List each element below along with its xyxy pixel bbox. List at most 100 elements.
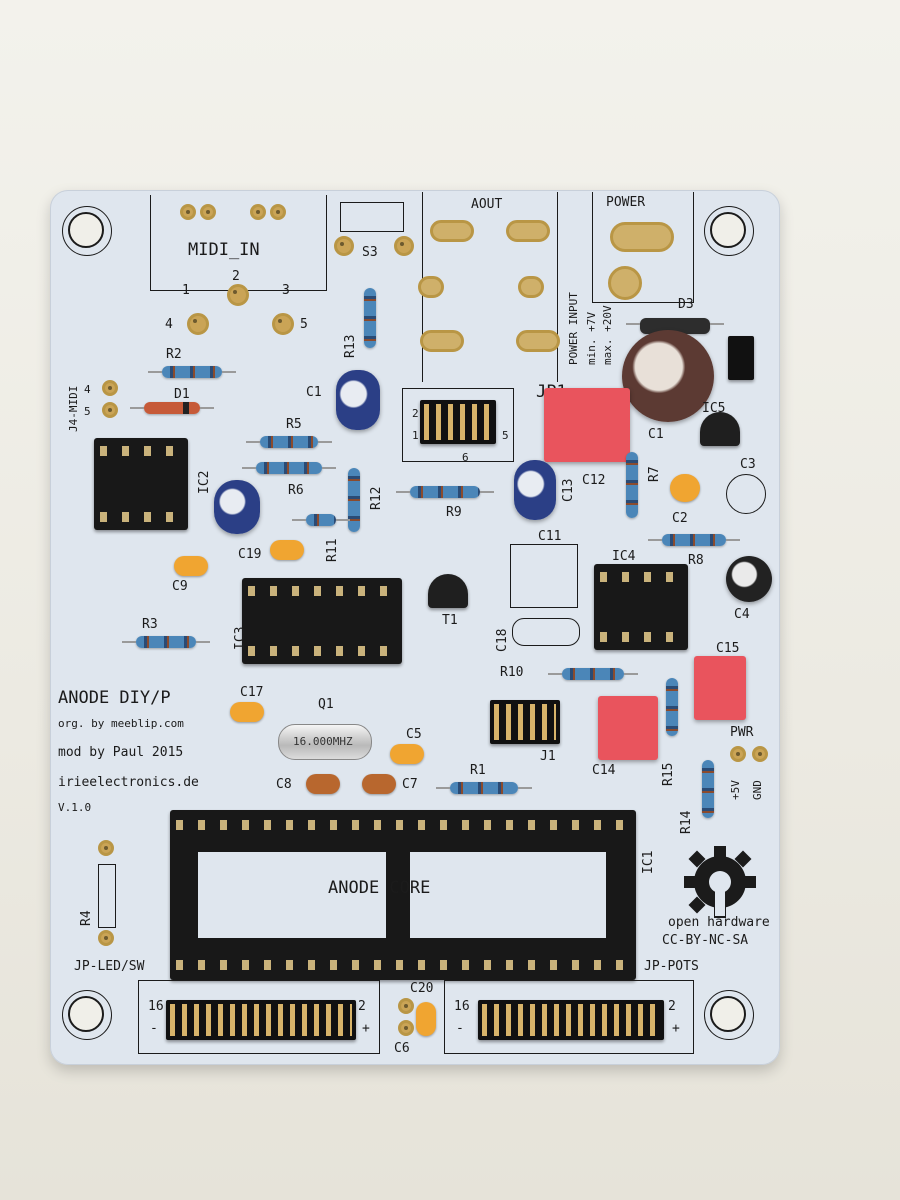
refdes-c15: C15 [716, 641, 740, 656]
board-title: ANODE DIY/P [58, 688, 171, 708]
refdes-c20: C20 [410, 981, 434, 996]
refdes-ic1: IC1 [641, 850, 656, 874]
refdes-r11: R11 [325, 538, 340, 562]
capacitor-c15-film [694, 656, 746, 720]
refdes-r1: R1 [470, 763, 486, 778]
refdes-c14: C14 [592, 763, 616, 778]
aout-label: AOUT [471, 197, 503, 212]
capacitor-c5 [390, 744, 424, 764]
capacitor-c9 [174, 556, 208, 576]
pad [506, 220, 550, 242]
refdes-r15: R15 [661, 762, 676, 786]
pad [394, 236, 414, 256]
socket-window-left [198, 852, 386, 938]
mounting-hole-bottom-left [62, 990, 112, 1040]
pin-polarity: + [672, 1021, 680, 1036]
capacitor-c7 [362, 774, 396, 794]
refdes-c9: C9 [172, 579, 188, 594]
gnd-label: GND [751, 780, 764, 800]
capacitor-c14-film [598, 696, 658, 760]
refdes-c1: C1 [648, 427, 664, 442]
version: V.1.0 [58, 801, 92, 814]
power-input-label: POWER INPUT [567, 292, 580, 365]
refdes-ic4: IC4 [612, 549, 636, 564]
pin-number: 3 [282, 283, 290, 298]
pin-number: 16 [148, 999, 164, 1014]
power-max-label: max. +20V [601, 305, 614, 365]
pad [334, 236, 354, 256]
pad [398, 998, 414, 1014]
refdes-ic3: IC3 [233, 626, 248, 650]
refdes-t1: T1 [442, 613, 458, 628]
refdes-r6: R6 [288, 483, 304, 498]
pad [200, 204, 216, 220]
pin-number: 4 [165, 317, 173, 332]
refdes-j1: J1 [540, 749, 556, 764]
transistor-t1 [428, 574, 468, 608]
power-outline [592, 192, 694, 303]
refdes-c1: C1 [306, 385, 322, 400]
jp1-outline [402, 388, 514, 462]
license-line1: open hardware [668, 915, 770, 930]
pad [227, 284, 249, 306]
pad [420, 330, 464, 352]
capacitor-c19 [214, 480, 260, 534]
refdes-r7: R7 [647, 466, 662, 482]
refdes-r10: R10 [500, 665, 524, 680]
refdes-c12: C12 [582, 473, 606, 488]
open-hardware-gear-icon [684, 846, 756, 918]
resistor-r6 [242, 462, 336, 474]
ic3-socket [242, 578, 402, 664]
refdes-r3: R3 [142, 617, 158, 632]
jp1-header [420, 400, 496, 444]
capacitor-c17 [230, 702, 264, 722]
resistor-r4-outline [98, 864, 116, 928]
power-label: POWER [606, 195, 646, 210]
ic4-socket [594, 564, 688, 650]
refdes-r8: R8 [688, 553, 704, 568]
resistor-r7 [626, 452, 638, 518]
j1-header [490, 700, 560, 744]
socket-window-right [410, 852, 606, 938]
regulator-ic5 [700, 412, 740, 446]
pad [730, 746, 746, 762]
pad [98, 840, 114, 856]
pin-number: 2 [412, 407, 419, 420]
pin-number: 5 [300, 317, 308, 332]
mounting-hole-top-right [704, 206, 754, 256]
pin-polarity: - [456, 1021, 464, 1036]
capacitor-c2 [670, 474, 700, 502]
pad [272, 313, 294, 335]
refdes-r14: R14 [679, 810, 694, 834]
resistor-r1 [436, 782, 532, 794]
pin-polarity: + [362, 1021, 370, 1036]
pad [270, 204, 286, 220]
pad [98, 930, 114, 946]
c18-outline [512, 618, 580, 646]
refdes-c7: C7 [402, 777, 418, 792]
pin-polarity: - [150, 1021, 158, 1036]
pwr-jumper [728, 336, 754, 380]
pad [418, 276, 444, 298]
capacitor-c8 [306, 774, 340, 794]
refdes-ic5: IC5 [702, 401, 726, 416]
pad [250, 204, 266, 220]
midi-in-label: MIDI_IN [188, 240, 260, 260]
pin-number: 4 [84, 383, 91, 396]
resistor-r14 [702, 760, 714, 818]
credit-mod: mod by Paul 2015 [58, 745, 184, 760]
capacitor-c20 [416, 1002, 436, 1036]
refdes-c5: C5 [406, 727, 422, 742]
capacitor-c1-small [336, 370, 380, 430]
mounting-hole-top-left [62, 206, 112, 256]
pad [102, 402, 118, 418]
resistor-r13 [364, 288, 376, 348]
crystal-marking: 16.000MHZ [293, 735, 353, 748]
refdes-d1: D1 [174, 387, 190, 402]
power-min-label: min. +7V [585, 312, 598, 365]
refdes-r4: R4 [79, 910, 94, 926]
pin-number: 2 [358, 999, 366, 1014]
c3-outline [726, 474, 766, 514]
pin-number: 1 [412, 429, 419, 442]
resistor-r10 [548, 668, 638, 680]
